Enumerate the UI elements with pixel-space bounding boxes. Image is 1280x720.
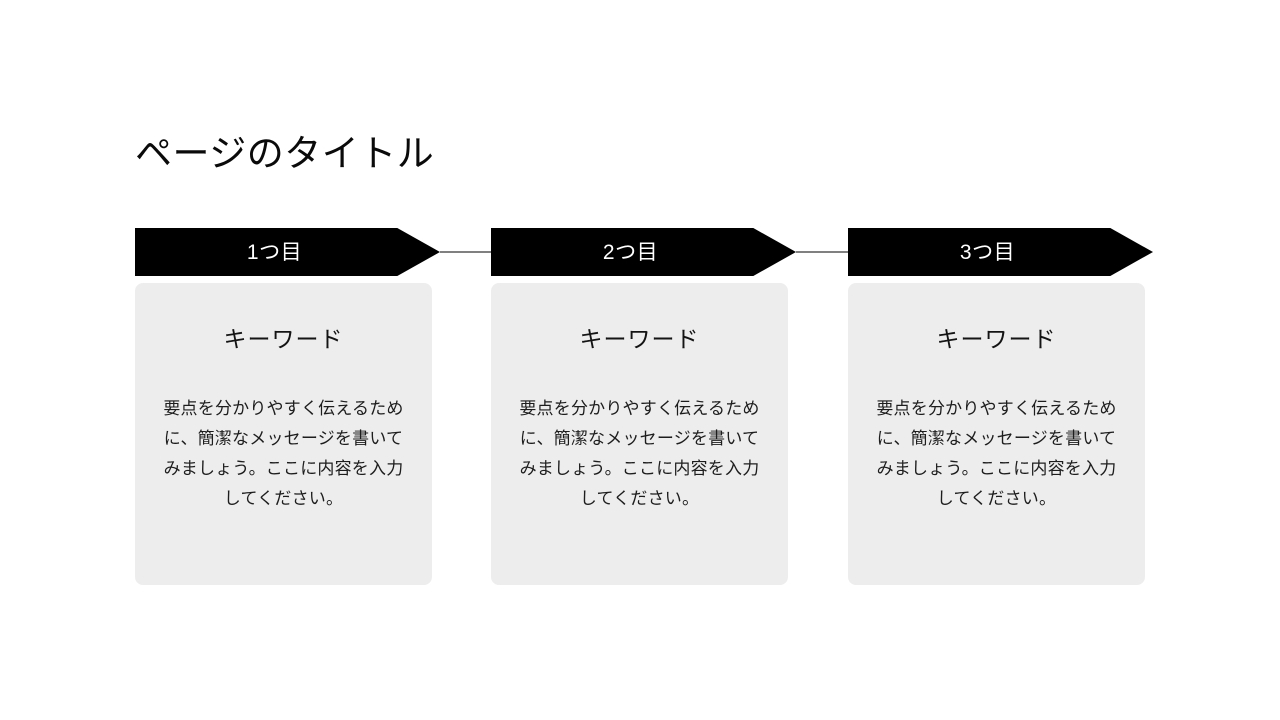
card-heading-2: キーワード <box>579 326 700 352</box>
card-heading-1: キーワード <box>223 326 344 352</box>
step-chevron-3[interactable]: 3つ目 <box>848 228 1153 276</box>
step-banner-row: 1つ目 2つ目 3つ目 <box>135 228 1153 276</box>
step-chevron-label-3: 3つ目 <box>959 240 1016 264</box>
card-body-2: 要点を分かりやすく伝えるために、簡潔なメッセージを書いてみましょう。ここに内容を… <box>519 398 760 508</box>
content-card-3[interactable]: キーワード 要点を分かりやすく伝えるために、簡潔なメッセージを書いてみましょう。… <box>848 283 1145 585</box>
card-body-1: 要点を分かりやすく伝えるために、簡潔なメッセージを書いてみましょう。ここに内容を… <box>163 398 404 508</box>
page-title: ページのタイトル <box>135 133 435 174</box>
step-chevron-label-1: 1つ目 <box>246 240 303 264</box>
content-card-row: キーワード 要点を分かりやすく伝えるために、簡潔なメッセージを書いてみましょう。… <box>135 283 1147 585</box>
step-connector-2 <box>796 251 848 253</box>
step-connector-1 <box>440 251 492 253</box>
content-card-2[interactable]: キーワード 要点を分かりやすく伝えるために、簡潔なメッセージを書いてみましょう。… <box>491 283 788 585</box>
step-chevron-1[interactable]: 1つ目 <box>135 228 440 276</box>
card-heading-3: キーワード <box>936 326 1057 352</box>
step-chevron-2[interactable]: 2つ目 <box>491 228 796 276</box>
content-card-1[interactable]: キーワード 要点を分かりやすく伝えるために、簡潔なメッセージを書いてみましょう。… <box>135 283 432 585</box>
step-banner-group-2: 2つ目 <box>491 228 848 276</box>
card-body-3: 要点を分かりやすく伝えるために、簡潔なメッセージを書いてみましょう。ここに内容を… <box>876 398 1117 508</box>
step-chevron-label-2: 2つ目 <box>602 240 659 264</box>
step-banner-group-3: 3つ目 <box>848 228 1153 276</box>
step-banner-group-1: 1つ目 <box>135 228 492 276</box>
